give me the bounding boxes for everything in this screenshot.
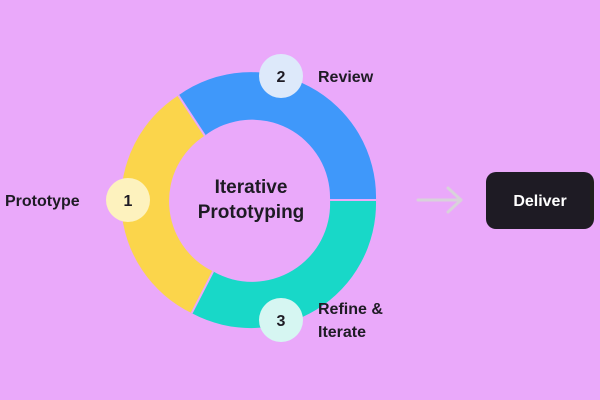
step-1-number: 1: [124, 193, 133, 210]
ring-segment-review: [178, 72, 377, 200]
center-title-line2: Prototyping: [198, 202, 305, 223]
ring-segment-refine-iterate: [191, 200, 377, 329]
step-2-number: 2: [277, 69, 286, 86]
step-1-badge-circle: [106, 178, 150, 222]
ring-separator: [190, 270, 214, 314]
deliver-box-background: [486, 172, 594, 229]
arrow-right-icon: [416, 186, 463, 214]
deliver-label: Deliver: [513, 193, 566, 210]
step-3-label-line1: Refine &: [318, 301, 383, 318]
center-title-line1: Iterative: [215, 177, 288, 198]
step-3-badge-circle: [259, 298, 303, 342]
step-3-number: 3: [277, 313, 286, 330]
step-3-badge: 3: [259, 298, 303, 342]
step-1-label: Prototype: [5, 193, 80, 210]
ring-segment-prototype: [121, 95, 214, 314]
deliver-box: Deliver: [486, 172, 594, 229]
step-3-label-line2: Iterate: [318, 324, 366, 341]
step-1-badge: 1: [106, 178, 150, 222]
step-2-badge-circle: [259, 54, 303, 98]
step-2-label: Review: [318, 69, 374, 86]
ring-separator: [177, 94, 206, 137]
step-2-badge: 2: [259, 54, 303, 98]
